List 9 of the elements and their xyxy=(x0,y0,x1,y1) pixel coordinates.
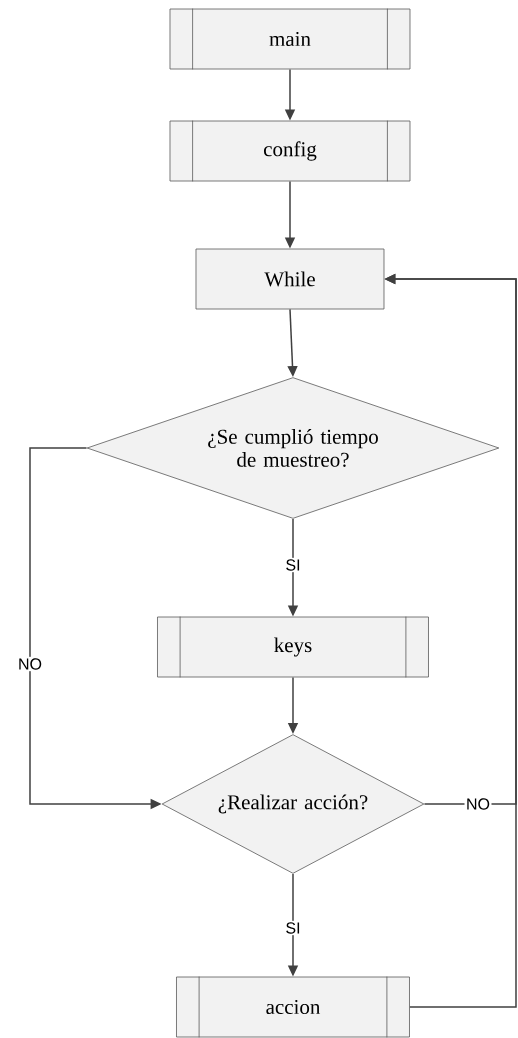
edge-label: SI xyxy=(283,557,303,573)
subprocess-box: accion xyxy=(176,976,410,1038)
process-box: While xyxy=(195,248,385,310)
edge-label: NO xyxy=(464,796,492,812)
subprocess-box: main xyxy=(169,8,411,70)
edge-label: SI xyxy=(283,920,303,936)
edge-label: NO xyxy=(16,656,44,672)
subprocess-box: keys xyxy=(157,616,429,678)
subprocess-box: config xyxy=(169,120,411,182)
